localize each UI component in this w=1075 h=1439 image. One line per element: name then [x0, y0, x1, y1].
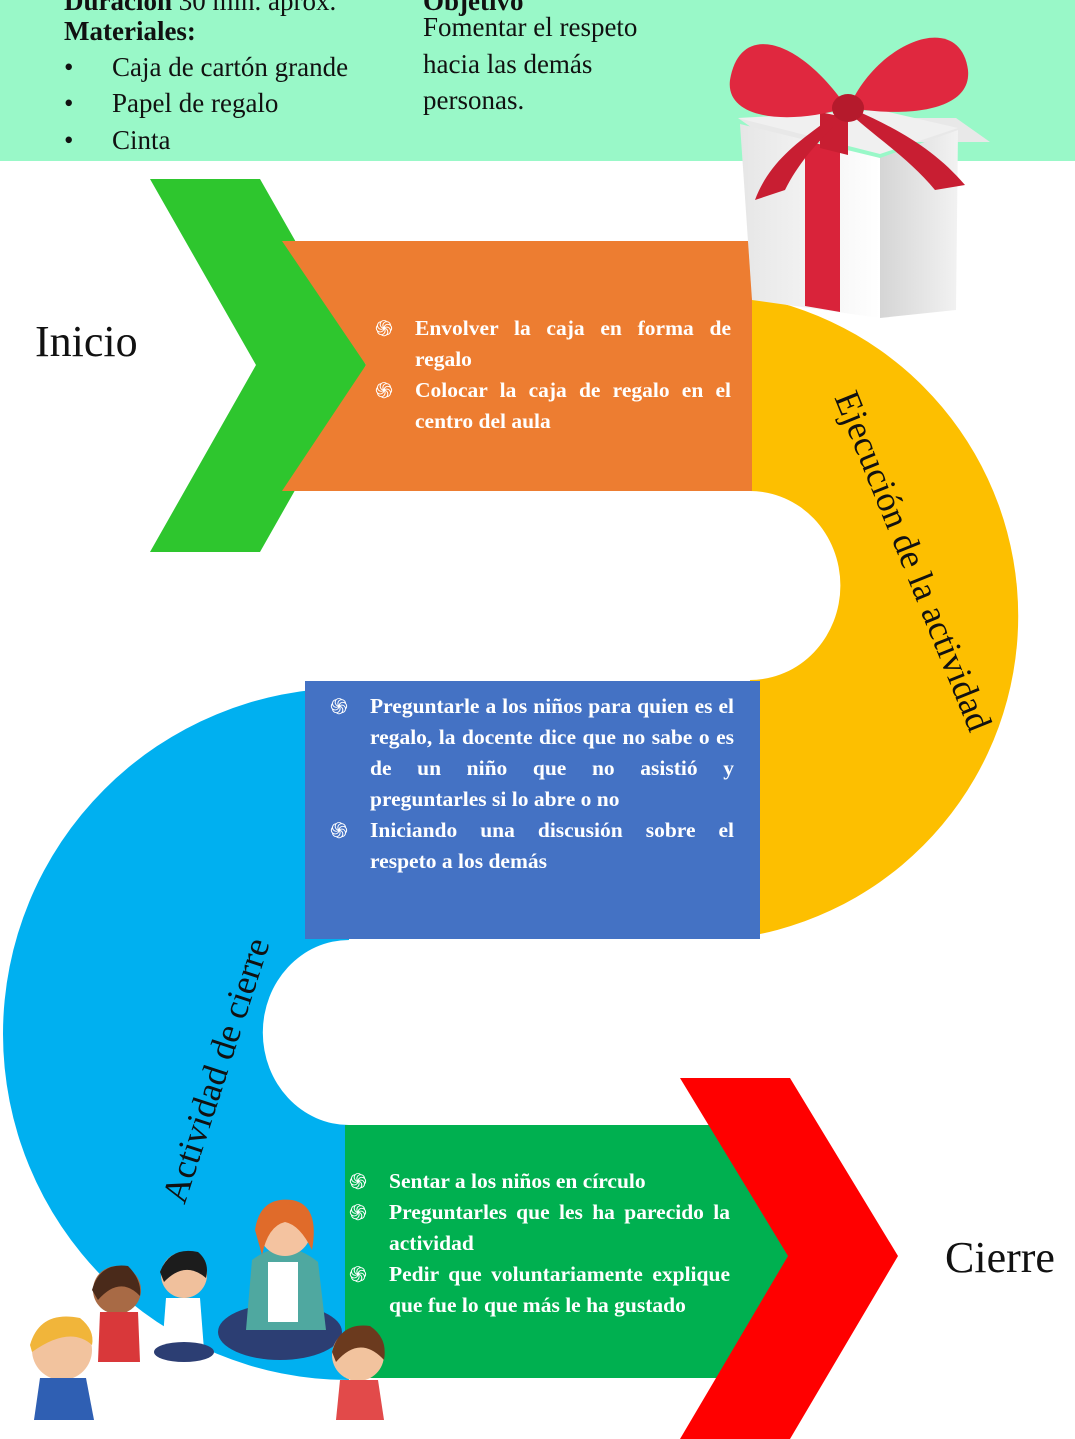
- step-text: Colocar la caja de regalo en el centro d…: [415, 378, 731, 433]
- swirl-bullet-icon: ֍: [375, 316, 393, 341]
- materials-item: • Papel de regalo: [64, 90, 278, 117]
- swirl-bullet-icon: ֍: [330, 818, 348, 843]
- objective-label: Objetivo: [423, 0, 524, 16]
- duration-line: Duración 30 min. aprox.: [64, 0, 336, 15]
- closing-box-shape: [345, 1125, 790, 1378]
- objective-line: personas.: [423, 85, 525, 115]
- inicio-box-shape: [282, 241, 752, 491]
- materials-item-text: Caja de cartón grande: [112, 52, 349, 82]
- start-arrow-shape: [150, 179, 366, 552]
- step-item: ֍ Iniciando una discusión sobre el respet…: [330, 815, 734, 877]
- ejecucion-steps: ֍ Preguntarle a los niños para quien es e…: [330, 691, 734, 877]
- duration-label: Duración: [64, 0, 172, 16]
- gift-box-icon: [729, 37, 990, 318]
- swirl-bullet-icon: ֍: [349, 1262, 367, 1287]
- bullet-dot-icon: •: [64, 88, 74, 118]
- step-text: Preguntarles que les ha parecido la acti…: [389, 1200, 730, 1255]
- materials-item-text: Cinta: [112, 125, 171, 155]
- step-text: Iniciando una discusión sobre el respeto…: [370, 818, 734, 873]
- swirl-bullet-icon: ֍: [330, 694, 348, 719]
- step-text: Preguntarle a los niños para quien es el…: [370, 694, 734, 811]
- bullet-dot-icon: •: [64, 125, 74, 155]
- swirl-bullet-icon: ֍: [349, 1169, 367, 1194]
- materials-item: • Cinta: [64, 127, 171, 154]
- duration-value: 30 min. aprox.: [178, 0, 337, 16]
- step-item: ֍ Sentar a los niños en círculo: [349, 1166, 730, 1197]
- step-item: ֍ Colocar la caja de regalo en el centro …: [375, 375, 731, 437]
- materials-item-text: Papel de regalo: [112, 88, 279, 118]
- materials-item: • Caja de cartón grande: [64, 54, 348, 81]
- materials-label: Materiales:: [64, 16, 196, 46]
- step-text: Sentar a los niños en círculo: [389, 1169, 646, 1193]
- objective-line: Fomentar el respeto: [423, 12, 638, 42]
- swirl-bullet-icon: ֍: [375, 378, 393, 403]
- execution-arc-shape: [750, 296, 1019, 936]
- step-item: ֍ Pedir que voluntariamente explique que …: [349, 1259, 730, 1321]
- step-item: ֍ Preguntarle a los niños para quien es e…: [330, 691, 734, 815]
- step-text: Envolver la caja en forma de regalo: [415, 316, 731, 371]
- teacher-and-children-illustration: [30, 1199, 385, 1420]
- inicio-steps: ֍ Envolver la caja en forma de regalo ֍ Co…: [375, 313, 731, 437]
- step-item: ֍ Envolver la caja en forma de regalo: [375, 313, 731, 375]
- execution-box-shape: [305, 681, 760, 939]
- swirl-bullet-icon: ֍: [349, 1200, 367, 1225]
- closing-arc-shape: [3, 688, 349, 1380]
- bullet-dot-icon: •: [64, 52, 74, 82]
- stage-start-label: Inicio: [35, 317, 138, 366]
- step-text: Pedir que voluntariamente explique que f…: [389, 1262, 730, 1317]
- end-arrow-shape: [680, 1078, 898, 1439]
- cierre-steps: ֍ Sentar a los niños en círculo ֍ Pregunta…: [349, 1166, 730, 1321]
- objective-line: hacia las demás: [423, 49, 593, 79]
- stage-end-label: Cierre: [945, 1233, 1055, 1282]
- step-item: ֍ Preguntarles que les ha parecido la act…: [349, 1197, 730, 1259]
